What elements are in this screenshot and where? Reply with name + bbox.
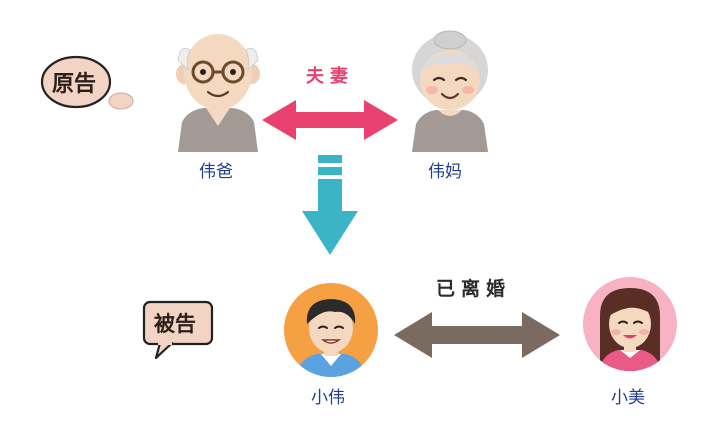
plaintiff-label: 原告 <box>52 71 97 97</box>
spouse-relation-label: 夫妻 <box>306 66 354 87</box>
divorce-relation-label: 已离婚 <box>436 278 512 300</box>
ex-wife-name: 小美 <box>611 388 645 408</box>
divorce-arrow <box>394 310 560 360</box>
down-arrow <box>302 155 358 255</box>
plaintiff-badge: 原告 <box>38 52 138 116</box>
defendant-badge: 被告 <box>138 296 224 362</box>
father-avatar <box>168 30 268 152</box>
son-avatar <box>283 282 379 378</box>
defendant-label: 被告 <box>154 311 196 336</box>
ex-wife-avatar <box>582 276 678 372</box>
spouse-arrow <box>262 98 398 142</box>
mother-name: 伟妈 <box>428 162 462 182</box>
son-name: 小伟 <box>311 388 345 408</box>
mother-avatar <box>402 30 498 152</box>
father-name: 伟爸 <box>199 162 233 182</box>
